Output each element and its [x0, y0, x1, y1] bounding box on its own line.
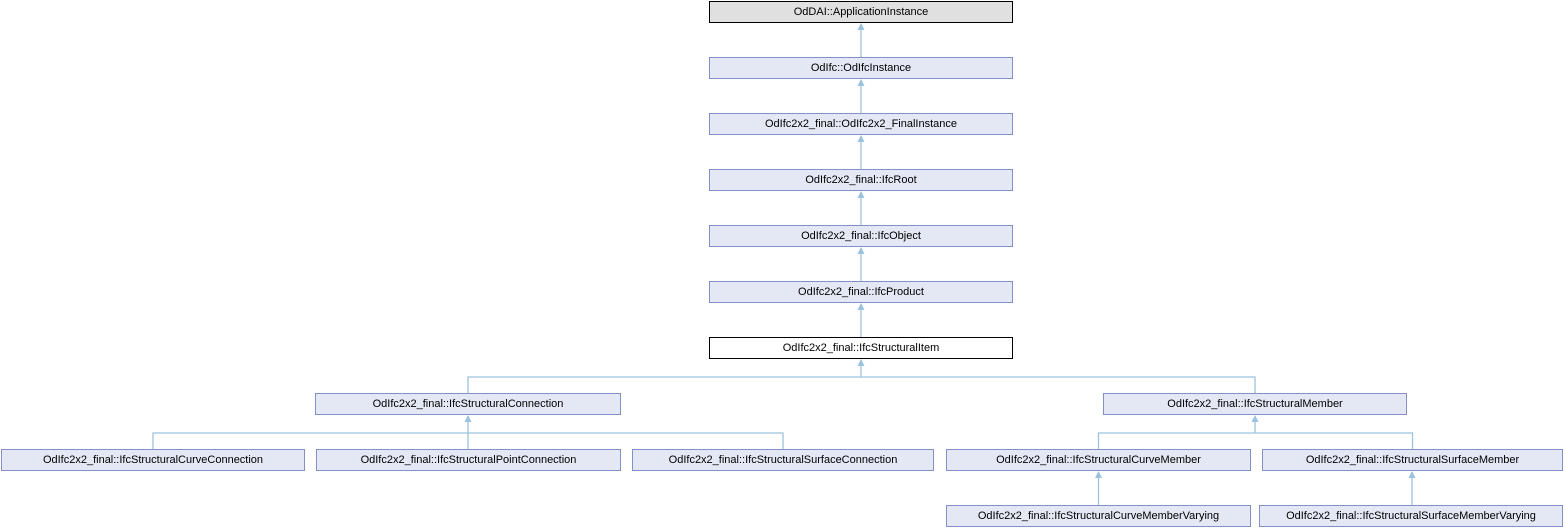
class-node-odifc2x2-finalinstance[interactable]: OdIfc2x2_final::OdIfc2x2_FinalInstance [709, 113, 1013, 135]
arrowhead-up-icon [1095, 471, 1102, 478]
edge-branch-structuralitem-children [467, 365, 1256, 393]
class-node-oddai-applicationinstance: OdDAI::ApplicationInstance [709, 1, 1013, 23]
arrowhead-up-icon [857, 359, 865, 366]
class-node-ifcproduct[interactable]: OdIfc2x2_final::IfcProduct [709, 281, 1013, 303]
class-node-ifcstructuralpointconnection[interactable]: OdIfc2x2_final::IfcStructuralPointConnec… [316, 449, 621, 471]
class-node-ifcstructuralcurveconnection[interactable]: OdIfc2x2_final::IfcStructuralCurveConnec… [1, 449, 305, 471]
class-node-ifcstructuralsurfaceconnection[interactable]: OdIfc2x2_final::IfcStructuralSurfaceConn… [632, 449, 934, 471]
class-node-ifcroot[interactable]: OdIfc2x2_final::IfcRoot [709, 169, 1013, 191]
class-node-ifcstructuralsurfacemembervarying[interactable]: OdIfc2x2_final::IfcStructuralSurfaceMemb… [1259, 505, 1563, 527]
edge-branch-connection-children [152, 421, 784, 449]
class-node-ifcstructuralitem-current: OdIfc2x2_final::IfcStructuralItem [709, 337, 1013, 359]
class-node-ifcstructuralcurvemembervarying[interactable]: OdIfc2x2_final::IfcStructuralCurveMember… [946, 505, 1251, 527]
class-node-ifcstructuralsurfacemember[interactable]: OdIfc2x2_final::IfcStructuralSurfaceMemb… [1262, 449, 1563, 471]
class-node-ifcstructuralcurvemember[interactable]: OdIfc2x2_final::IfcStructuralCurveMember [946, 449, 1251, 471]
arrowhead-up-icon [857, 135, 865, 142]
class-node-ifcstructuralconnection[interactable]: OdIfc2x2_final::IfcStructuralConnection [315, 393, 621, 415]
arrowhead-up-icon [1408, 471, 1416, 478]
arrowhead-up-icon [857, 191, 865, 198]
class-node-ifcstructuralmember[interactable]: OdIfc2x2_final::IfcStructuralMember [1103, 393, 1407, 415]
arrowhead-up-icon [857, 247, 865, 254]
arrowhead-up-icon [857, 303, 865, 310]
arrowhead-up-icon [857, 79, 865, 86]
arrowhead-up-icon [857, 23, 865, 30]
arrowhead-up-icon [464, 415, 472, 422]
edge-branch-member-children [1097, 421, 1414, 449]
class-node-ifcobject[interactable]: OdIfc2x2_final::IfcObject [709, 225, 1013, 247]
class-node-odifc-odifcinstance[interactable]: OdIfc::OdIfcInstance [709, 57, 1013, 79]
arrowhead-up-icon [1251, 415, 1259, 422]
